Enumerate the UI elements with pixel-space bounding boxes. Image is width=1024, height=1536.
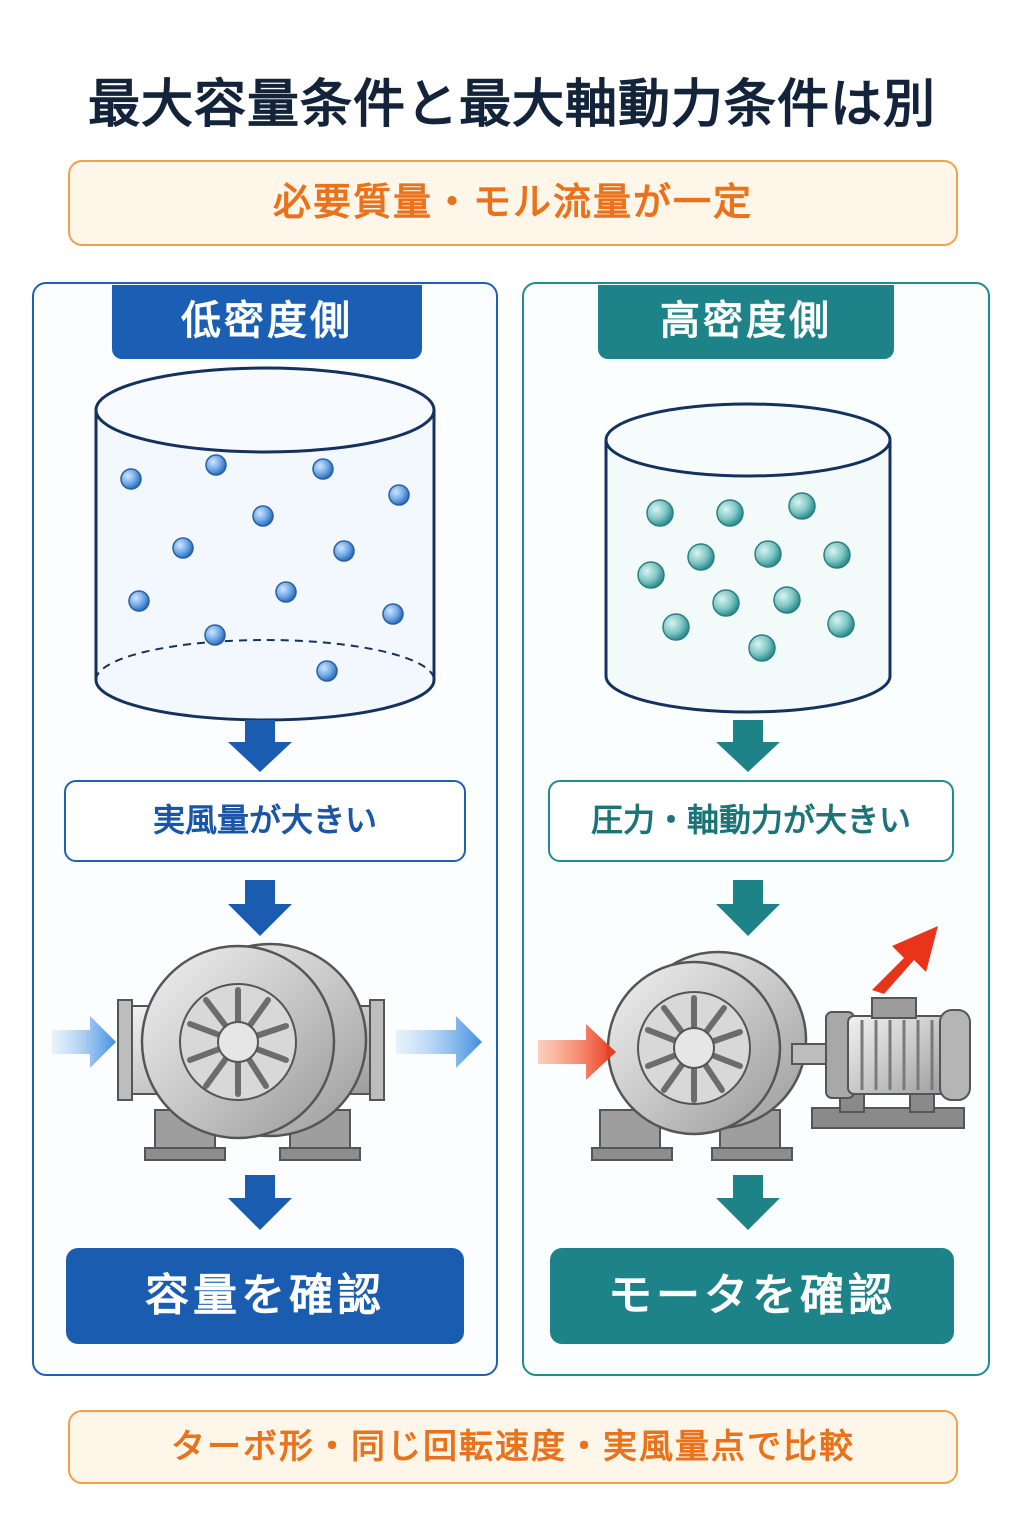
power-up-arrow xyxy=(872,926,938,994)
low-density-molecules xyxy=(120,454,410,682)
high-density-cylinder xyxy=(604,402,892,714)
condition-note-bottom: ターボ形・同じ回転速度・実風量点で比較 xyxy=(68,1410,958,1484)
left-flow-arrows xyxy=(52,1016,482,1068)
high-density-conclusion: モータを確認 xyxy=(550,1248,954,1344)
right-down-arrows xyxy=(716,720,780,1230)
motor xyxy=(791,997,971,1129)
page-title: 最大容量条件と最大軸動力条件は別 xyxy=(87,75,936,135)
high-density-tab: 高密度側 xyxy=(598,285,894,359)
low-density-fan xyxy=(117,942,385,1161)
low-density-conclusion: 容量を確認 xyxy=(66,1248,464,1344)
high-density-result: 圧力・軸動力が大きい xyxy=(548,780,954,862)
right-flow-arrow xyxy=(538,1024,616,1080)
low-density-tab: 低密度側 xyxy=(112,285,422,359)
low-density-result: 実風量が大きい xyxy=(64,780,466,862)
high-density-fan xyxy=(591,950,808,1161)
condition-note-top: 必要質量・モル流量が一定 xyxy=(68,160,958,246)
low-density-cylinder xyxy=(94,366,436,722)
high-density-molecules xyxy=(637,492,855,662)
left-down-arrows xyxy=(228,720,292,1230)
